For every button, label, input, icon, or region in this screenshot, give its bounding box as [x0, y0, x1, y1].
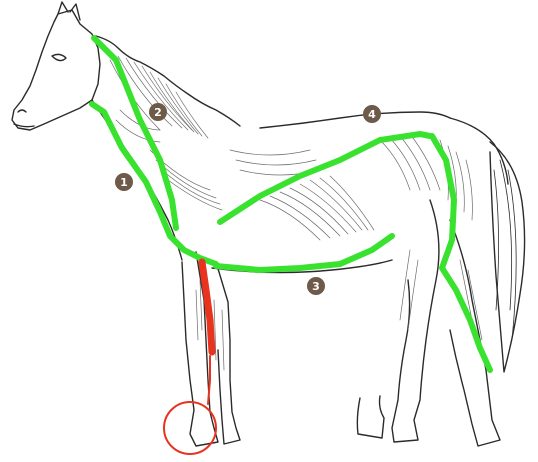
marker-2: 2 [149, 103, 167, 121]
horse-tail-strands [494, 160, 516, 340]
chain-1-line [92, 104, 216, 264]
hind-hoof-near [357, 396, 384, 438]
chain-4-line [220, 134, 430, 222]
marker-3-label: 3 [312, 280, 320, 293]
red-highlight [202, 262, 212, 404]
marker-4: 4 [363, 105, 381, 123]
muscle-striations [110, 56, 482, 370]
hoof-circle [164, 402, 216, 454]
horse-mane [96, 36, 240, 126]
foreleg-red-line [202, 262, 212, 352]
marker-2-label: 2 [154, 106, 162, 119]
marker-4-label: 4 [368, 108, 376, 121]
horse-eye [52, 54, 66, 60]
chain-3-line [216, 236, 392, 270]
horse-back [260, 112, 450, 128]
horse-outline [12, 2, 525, 446]
horse-nostril [18, 110, 26, 112]
chain-2-line [94, 38, 176, 228]
marker-1-label: 1 [120, 176, 128, 189]
marker-3: 3 [307, 277, 325, 295]
hind-leg-near [392, 200, 439, 442]
front-leg-far [216, 262, 240, 444]
horse-ear-2 [70, 4, 80, 20]
marker-1: 1 [115, 173, 133, 191]
